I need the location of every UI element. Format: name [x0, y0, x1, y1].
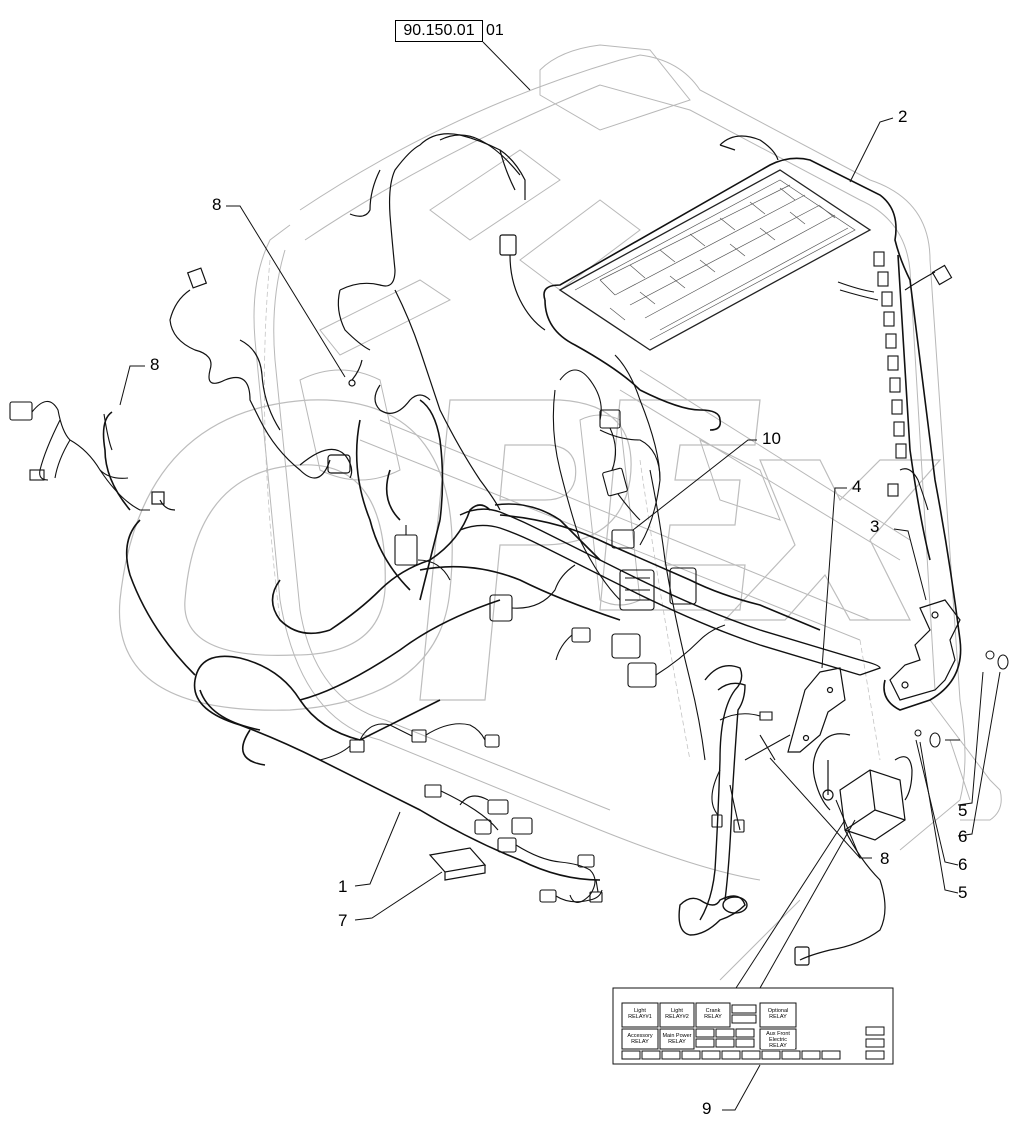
callout-10: 10	[762, 429, 781, 448]
relay-label-light-1: Light RELAY#1	[623, 1008, 657, 1020]
harness-main-1	[102, 399, 821, 881]
callout-5-upper: 5	[958, 801, 968, 820]
callout-3: 3	[870, 517, 880, 536]
cab-frame-outline	[253, 44, 1002, 981]
reference-code: 90.150.01	[395, 20, 483, 42]
harness-far-left	[9, 400, 150, 511]
right-connector-stack	[837, 251, 953, 511]
callout-6-upper: 6	[958, 827, 968, 846]
part-7-block	[428, 847, 487, 881]
callout-5-lower: 5	[958, 883, 968, 902]
callout-9: 9	[702, 1099, 712, 1118]
cab-frame-hidden-edges	[264, 259, 881, 761]
callout-2: 2	[898, 107, 908, 126]
mounting-bracket-4	[787, 667, 846, 753]
relay-panel-decal	[612, 987, 894, 1065]
relay-label-crank: Crank RELAY	[697, 1008, 729, 1020]
harness-lower-middle	[711, 711, 791, 833]
callout-4: 4	[852, 477, 862, 496]
callout-8-right: 8	[880, 849, 890, 868]
relay-label-aux-front-electric: Aux Front Electric RELAY	[761, 1031, 795, 1049]
watermark-logo	[118, 399, 942, 711]
lower-left-connectors	[319, 723, 603, 904]
conduit	[459, 508, 881, 936]
relay-label-main-power: Main Power RELAY	[661, 1033, 693, 1045]
center-connector-cluster	[394, 354, 726, 761]
reference-suffix: 01	[486, 22, 504, 39]
mounting-bracket-3	[889, 599, 961, 701]
relay-box	[794, 733, 913, 966]
callout-8-upper: 8	[212, 195, 222, 214]
relay-label-light-2: Light RELAY#2	[661, 1008, 693, 1020]
callout-8-left: 8	[150, 355, 160, 374]
harness-roof-loop	[543, 157, 962, 711]
callout-leaders	[119, 41, 1001, 1111]
callout-6-lower: 6	[958, 855, 968, 874]
harness-front-left	[151, 267, 353, 511]
fasteners	[914, 650, 1009, 748]
dome-light-panel	[558, 169, 872, 351]
callout-7: 7	[338, 911, 348, 930]
harness-upper	[337, 133, 779, 511]
relay-label-optional: Optional RELAY	[761, 1008, 795, 1020]
callout-1: 1	[338, 877, 348, 896]
relay-label-accessory: Accessory RELAY	[623, 1033, 657, 1045]
